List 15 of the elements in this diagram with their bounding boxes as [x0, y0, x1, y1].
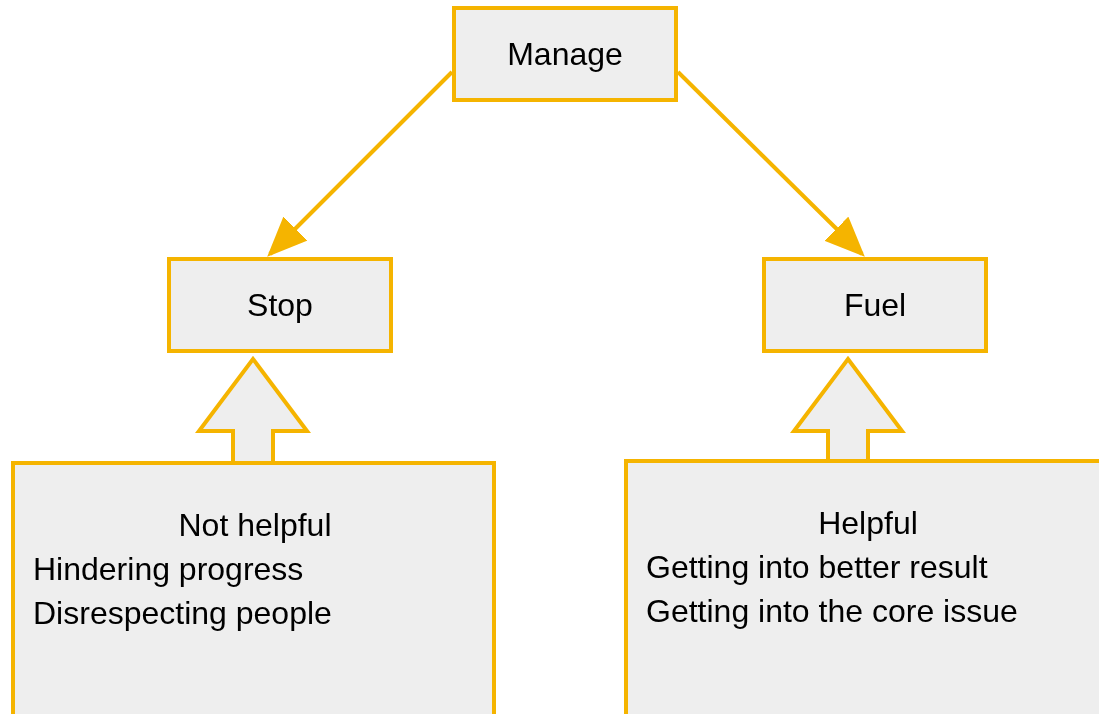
list-item: Getting into better result	[646, 548, 989, 587]
box-label: Stop	[247, 286, 313, 325]
list-item: Hindering progress	[33, 550, 305, 589]
arrow	[267, 70, 454, 257]
note-box	[11, 461, 496, 714]
box-heading: Helpful	[817, 504, 919, 543]
process-box	[167, 257, 393, 353]
list-item: Disrespecting people	[33, 594, 333, 633]
note-box	[624, 459, 1099, 714]
box-label: Manage	[507, 35, 623, 74]
box-heading: Not helpful	[177, 506, 333, 545]
process-box	[762, 257, 988, 353]
list-item: Getting into the core issue	[646, 592, 1019, 631]
box-label: Fuel	[843, 286, 907, 325]
process-box	[452, 6, 678, 102]
